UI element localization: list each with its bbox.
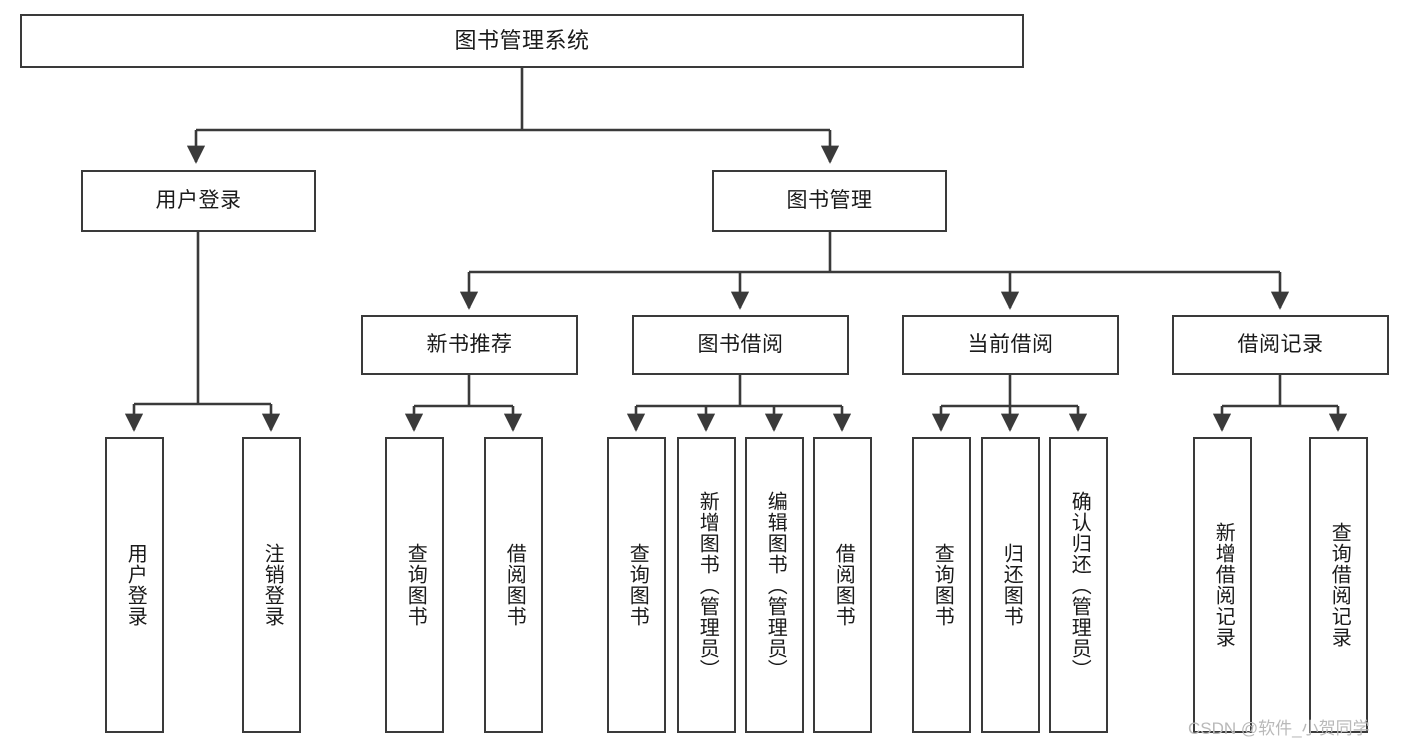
node-leaf-add-book[interactable]: 新增图书（管理员） [677,437,736,733]
node-label: 用户登录 [155,189,242,213]
node-user-login[interactable]: 用户登录 [81,170,316,232]
node-leaf-borrow-book-1[interactable]: 借阅图书 [484,437,543,733]
node-label: 编辑图书（管理员） [764,490,787,680]
node-label: 借阅图书 [832,543,855,627]
node-leaf-confirm-return[interactable]: 确认归还（管理员） [1049,437,1108,733]
node-label: 图书管理系统 [454,27,590,53]
node-leaf-logout[interactable]: 注销登录 [242,437,301,733]
node-label: 新增借阅记录 [1212,522,1235,648]
node-borrow-record[interactable]: 借阅记录 [1172,315,1389,375]
node-label: 借阅记录 [1237,333,1324,357]
node-book-borrow[interactable]: 图书借阅 [632,315,849,375]
node-label: 查询图书 [626,543,649,627]
node-current-borrow[interactable]: 当前借阅 [902,315,1119,375]
node-label: 图书借阅 [697,333,784,357]
node-label: 新书推荐 [426,333,513,357]
watermark-text: CSDN @软件_小贺同学 [1188,719,1370,738]
node-label: 查询借阅记录 [1328,522,1351,648]
node-leaf-query-book-3[interactable]: 查询图书 [912,437,971,733]
node-leaf-add-record[interactable]: 新增借阅记录 [1193,437,1252,733]
node-leaf-query-book-2[interactable]: 查询图书 [607,437,666,733]
node-leaf-return-book[interactable]: 归还图书 [981,437,1040,733]
node-root-system[interactable]: 图书管理系统 [20,14,1024,68]
node-label: 确认归还（管理员） [1068,490,1091,680]
node-label: 新增图书（管理员） [696,490,719,680]
node-leaf-query-book-1[interactable]: 查询图书 [385,437,444,733]
node-label: 用户登录 [124,543,147,627]
node-label: 注销登录 [261,543,284,627]
node-label: 借阅图书 [503,543,526,627]
node-book-manage[interactable]: 图书管理 [712,170,947,232]
node-leaf-edit-book[interactable]: 编辑图书（管理员） [745,437,804,733]
node-label: 图书管理 [786,189,873,213]
node-label: 查询图书 [404,543,427,627]
node-leaf-borrow-book-2[interactable]: 借阅图书 [813,437,872,733]
node-label: 当前借阅 [967,333,1054,357]
node-label: 查询图书 [931,543,954,627]
node-label: 归还图书 [1000,543,1023,627]
node-leaf-query-record[interactable]: 查询借阅记录 [1309,437,1368,733]
node-new-book-recommend[interactable]: 新书推荐 [361,315,578,375]
node-leaf-user-login[interactable]: 用户登录 [105,437,164,733]
